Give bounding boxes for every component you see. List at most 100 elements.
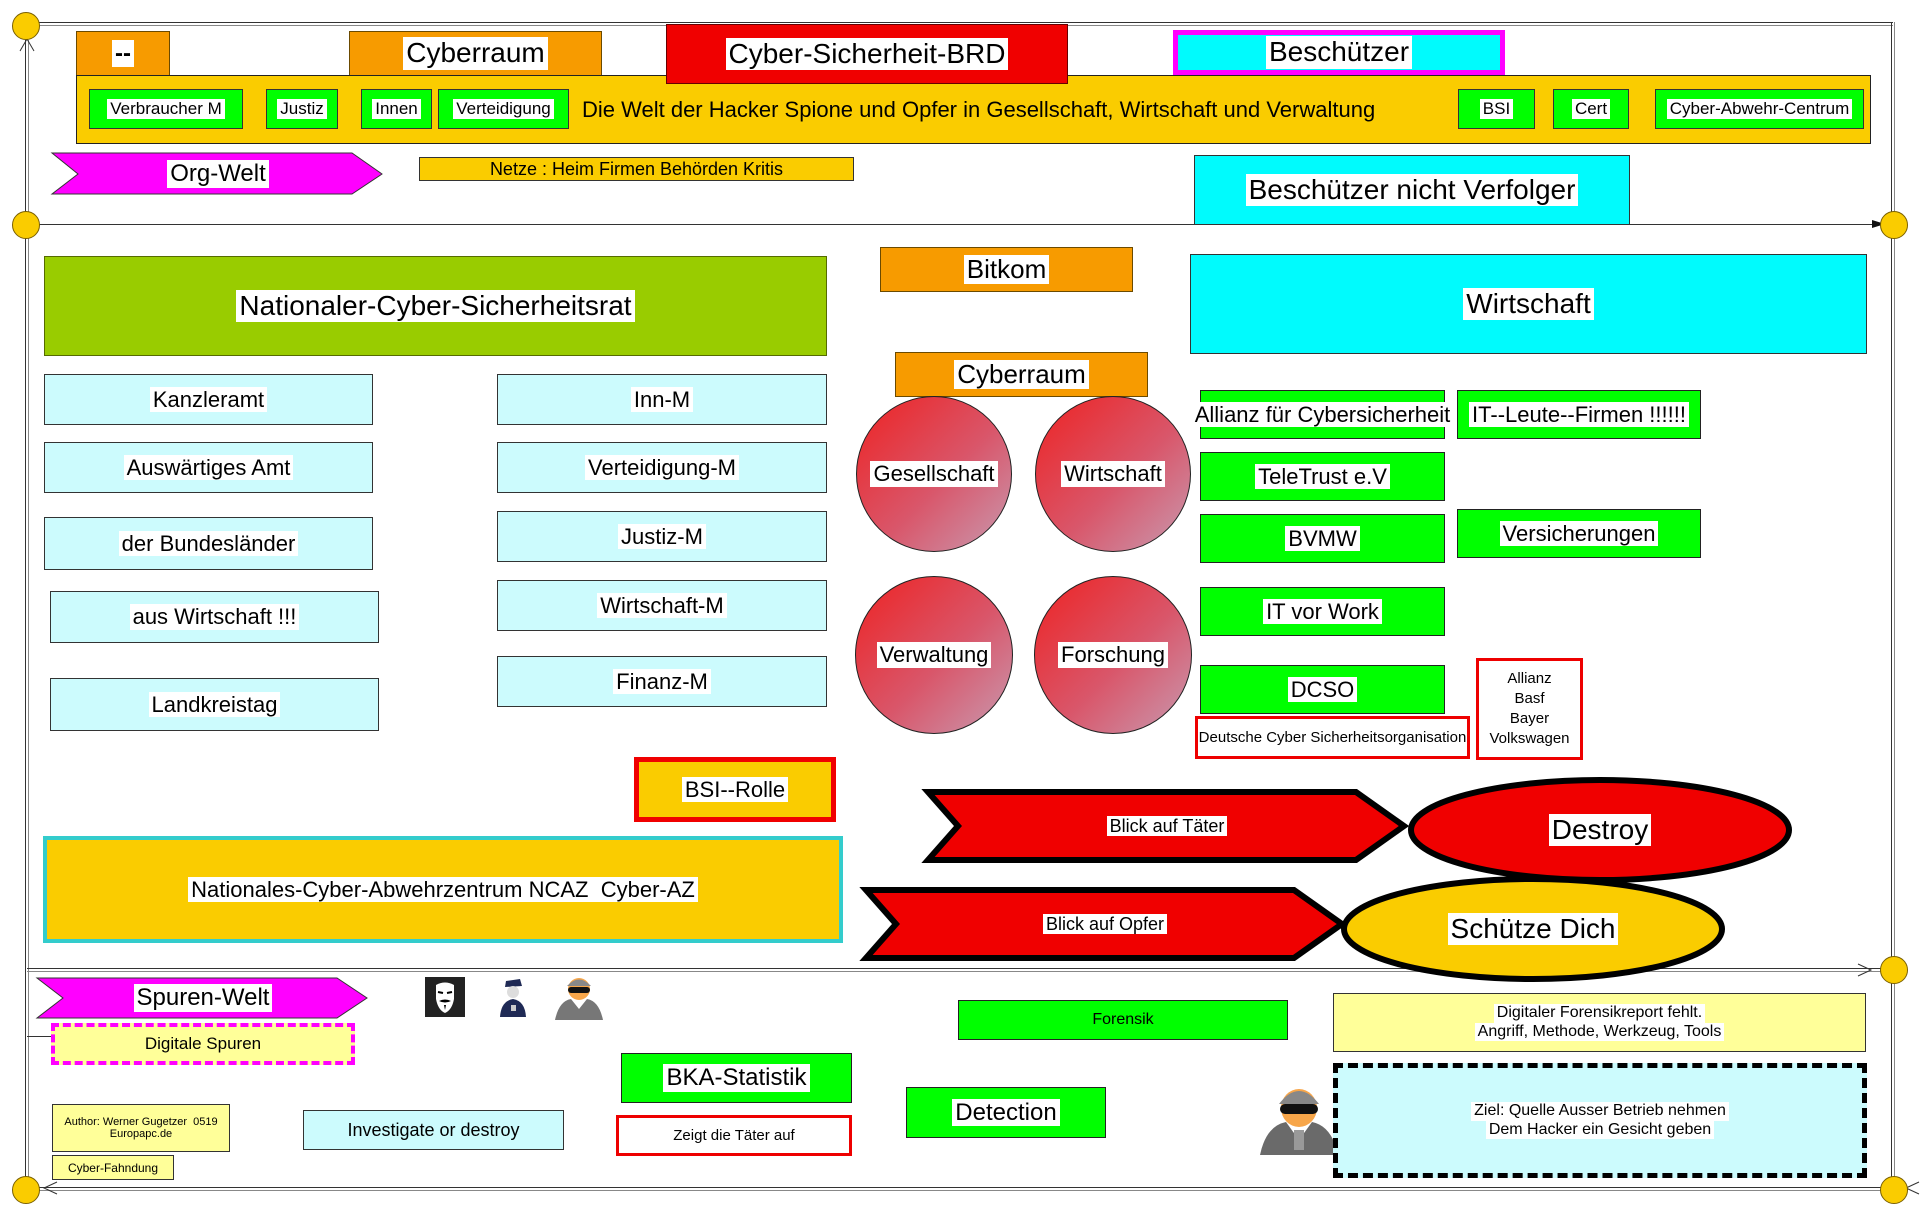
- council-member-label: der Bundesländer: [118, 530, 299, 557]
- council-member-label: Landkreistag: [148, 691, 281, 718]
- cyberraum-label: Cyberraum: [954, 359, 1089, 390]
- spuren-welt-label: Spuren-Welt: [133, 984, 273, 1012]
- arrow-blick-auf-opfer-label: Blick auf Opfer: [1042, 913, 1168, 935]
- industry-org[interactable]: DCSO: [1200, 665, 1445, 714]
- council-ministry-label: Verteidigung-M: [585, 454, 739, 481]
- industry-org-label: BVMW: [1285, 525, 1360, 552]
- police-officer-icon: [500, 979, 526, 1017]
- sector-circle-wirtschaft[interactable]: Wirtschaft: [1035, 396, 1191, 552]
- council-label: Nationaler-Cyber-Sicherheitsrat: [236, 289, 635, 323]
- beschuetzer-nicht-verfolger-box: Beschützer nicht Verfolger: [1194, 155, 1630, 225]
- anonymous-mask-icon: [425, 977, 465, 1017]
- council-box[interactable]: Nationaler-Cyber-Sicherheitsrat: [44, 256, 827, 356]
- sector-circle-label: Verwaltung: [876, 642, 992, 668]
- digitale-spuren-label: Digitale Spuren: [144, 1034, 262, 1053]
- industry-group[interactable]: IT--Leute--Firmen !!!!!!: [1457, 390, 1701, 439]
- council-member[interactable]: Kanzleramt: [44, 374, 373, 425]
- beschuetzer-nicht-verfolger-label: Beschützer nicht Verfolger: [1245, 173, 1579, 207]
- agency-chip-label: Cert: [1571, 99, 1611, 119]
- detection-box[interactable]: Detection: [906, 1087, 1106, 1138]
- sector-circle-label: Forschung: [1058, 642, 1168, 668]
- council-member[interactable]: der Bundesländer: [44, 517, 373, 570]
- investigate-label: Investigate or destroy: [347, 1119, 520, 1140]
- connector-node[interactable]: [12, 1176, 40, 1204]
- ministry-chip-verbraucher[interactable]: Verbraucher M: [89, 89, 243, 129]
- dcso-note-label: Deutsche Cyber Sicherheitsorganisation: [1198, 729, 1467, 746]
- ministry-chip-justiz[interactable]: Justiz: [266, 89, 338, 129]
- dcso-note-box: Deutsche Cyber Sicherheitsorganisation: [1195, 716, 1470, 759]
- council-member[interactable]: aus Wirtschaft !!!: [50, 591, 379, 643]
- header-cyberraum-label: Cyberraum: [403, 37, 548, 70]
- forensik-report-line-2: Angriff, Methode, Werkzeug, Tools: [1474, 1022, 1725, 1041]
- industry-group[interactable]: Versicherungen: [1457, 509, 1701, 558]
- council-ministry[interactable]: Verteidigung-M: [497, 442, 827, 493]
- ziel-box: Ziel: Quelle Ausser Betrieb nehmen Dem H…: [1333, 1063, 1867, 1178]
- agency-chip-cyber-abwehr[interactable]: Cyber-Abwehr-Centrum: [1655, 89, 1864, 129]
- ncaz-box[interactable]: Nationales-Cyber-Abwehrzentrum NCAZ Cybe…: [43, 836, 843, 943]
- forensik-report-line-1: Digitaler Forensikreport fehlt.: [1493, 1004, 1706, 1023]
- connector-node[interactable]: [12, 211, 40, 239]
- ministry-chip-verteidigung[interactable]: Verteidigung: [438, 89, 569, 129]
- connector-spuren: [27, 1036, 54, 1037]
- frame-right-line-inner: [1894, 22, 1895, 1192]
- header-dash-label: --: [112, 39, 134, 68]
- divider-bottom: [27, 968, 1893, 969]
- sector-circle-verwaltung[interactable]: Verwaltung: [855, 576, 1013, 734]
- wirtschaft-box[interactable]: Wirtschaft: [1190, 254, 1867, 354]
- ellipse-destroy-label-wrap: Destroy: [1407, 776, 1793, 884]
- ministry-chip-label: Verbraucher M: [107, 99, 225, 119]
- council-member[interactable]: Landkreistag: [50, 678, 379, 731]
- header-tagline: Die Welt der Hacker Spione und Opfer in …: [582, 97, 1376, 122]
- agency-chip-bsi[interactable]: BSI: [1458, 89, 1535, 129]
- sector-circle-forschung[interactable]: Forschung: [1034, 576, 1192, 734]
- forensik-box[interactable]: Forensik: [958, 1000, 1288, 1040]
- cyberraum-box[interactable]: Cyberraum: [895, 352, 1148, 397]
- connector-node[interactable]: [1880, 211, 1908, 239]
- industry-org-label: IT vor Work: [1263, 598, 1382, 625]
- industry-group-label: IT--Leute--Firmen !!!!!!: [1469, 401, 1689, 428]
- arrowhead-right-icon: [1857, 963, 1873, 977]
- industry-org[interactable]: BVMW: [1200, 514, 1445, 563]
- council-ministry[interactable]: Wirtschaft-M: [497, 580, 827, 631]
- bsi-rolle-box[interactable]: BSI--Rolle: [634, 757, 836, 822]
- frame-top-line: [27, 22, 1893, 23]
- detection-label: Detection: [952, 1098, 1060, 1127]
- industry-org-label: Allianz für Cybersicherheit: [1191, 401, 1454, 428]
- divider-bottom-inner: [27, 971, 1893, 972]
- agency-chip-cert[interactable]: Cert: [1553, 89, 1629, 129]
- industry-org[interactable]: TeleTrust e.V: [1200, 452, 1445, 501]
- zeigt-taeter-box: Zeigt die Täter auf: [616, 1115, 852, 1156]
- connector-node[interactable]: [1880, 956, 1908, 984]
- forensik-report-box: Digitaler Forensikreport fehlt. Angriff,…: [1333, 993, 1866, 1052]
- industry-org[interactable]: IT vor Work: [1200, 587, 1445, 636]
- sector-circle-gesellschaft[interactable]: Gesellschaft: [856, 396, 1012, 552]
- industry-org-label: TeleTrust e.V: [1255, 463, 1390, 490]
- divider-top: [27, 224, 1887, 225]
- author-line-2: Europapc.de: [109, 1128, 173, 1140]
- ministry-chip-innen[interactable]: Innen: [361, 89, 432, 129]
- council-member[interactable]: Auswärtiges Amt: [44, 442, 373, 493]
- bitkom-label: Bitkom: [963, 254, 1050, 285]
- ziel-line-1: Ziel: Quelle Ausser Betrieb nehmen: [1471, 1102, 1729, 1121]
- arrowhead-left-icon: [42, 1181, 58, 1195]
- wirtschaft-label: Wirtschaft: [1463, 287, 1594, 321]
- ellipse-schuetze-dich-label: Schütze Dich: [1447, 912, 1619, 946]
- industry-org[interactable]: Allianz für Cybersicherheit: [1191, 390, 1454, 439]
- bka-statistik-box[interactable]: BKA-Statistik: [621, 1053, 852, 1103]
- council-ministry[interactable]: Inn-M: [497, 374, 827, 425]
- investigate-box[interactable]: Investigate or destroy: [303, 1110, 564, 1150]
- header-title-box: Cyber-Sicherheit-BRD: [666, 24, 1068, 84]
- connector-node[interactable]: [1880, 1176, 1908, 1204]
- arrow-blick-auf-taeter-label: Blick auf Täter: [1106, 815, 1228, 837]
- digitale-spuren-box[interactable]: Digitale Spuren: [51, 1023, 355, 1065]
- council-ministry[interactable]: Finanz-M: [497, 656, 827, 707]
- council-ministry[interactable]: Justiz-M: [497, 511, 827, 562]
- ziel-line-2: Dem Hacker ein Gesicht geben: [1485, 1120, 1715, 1139]
- company-label: Basf: [1514, 690, 1545, 707]
- company-label: Bayer: [1509, 710, 1550, 727]
- cyber-fahndung-label: Cyber-Fahndung: [67, 1160, 159, 1175]
- ellipse-schuetze-dich-label-wrap: Schütze Dich: [1340, 875, 1726, 983]
- ministry-chip-label: Innen: [372, 99, 421, 119]
- bitkom-box[interactable]: Bitkom: [880, 247, 1133, 292]
- connector-node[interactable]: [12, 12, 40, 40]
